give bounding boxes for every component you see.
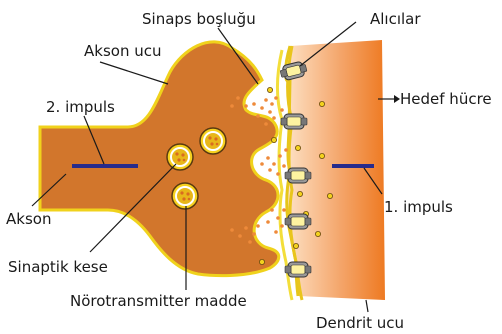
label-receptors: Alıcılar <box>370 10 421 28</box>
vesicle <box>167 144 193 170</box>
leader-dendrite-end <box>366 300 368 312</box>
label-synaptic-cleft: Sinaps boşluğu <box>142 10 256 28</box>
label-impulse-2: 2. impuls <box>46 98 115 116</box>
label-impulse-1: 1. impuls <box>384 198 453 216</box>
label-target-cell: Hedef hücre <box>400 90 492 108</box>
receptor <box>285 214 311 229</box>
receptor <box>285 168 311 183</box>
vesicle <box>200 128 226 154</box>
impulse-bar-dendrite <box>332 164 374 168</box>
label-axon-terminal: Akson ucu <box>84 42 161 60</box>
receptor <box>285 262 311 277</box>
label-synaptic-vesicle: Sinaptik kese <box>8 258 108 276</box>
label-neurotransmitter: Nörotransmitter madde <box>70 292 247 310</box>
label-axon: Akson <box>6 210 51 228</box>
vesicle <box>172 183 198 209</box>
receptor <box>281 114 307 129</box>
impulse-bar-axon <box>72 164 138 168</box>
leader-axon-terminal <box>100 62 168 84</box>
label-dendrite-end: Dendrit ucu <box>316 314 404 332</box>
axon-terminal <box>40 42 279 276</box>
